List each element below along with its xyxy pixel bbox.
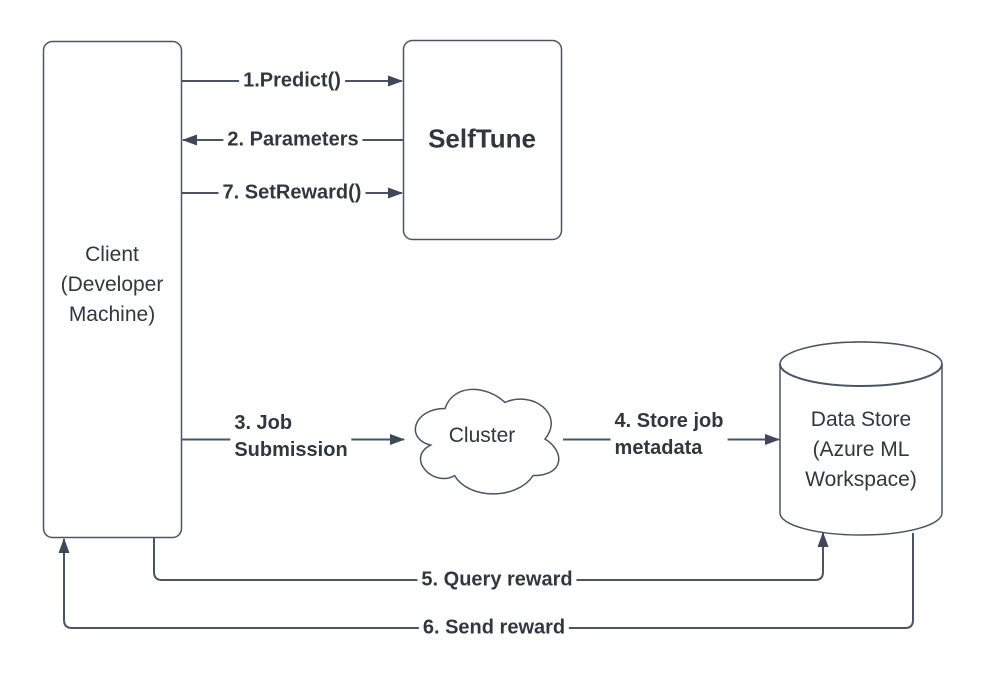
edge-job-submission-label-line: 3. Job xyxy=(234,412,293,434)
edge-parameters-label: 2. Parameters xyxy=(223,127,363,153)
selftune-node-box xyxy=(402,39,563,241)
edge-store-metadata-label: 4. Store job metadata xyxy=(610,407,728,463)
datastore-node-label: Data Store (Azure ML Workspace) xyxy=(805,405,917,495)
datastore-node-label-line: Workspace) xyxy=(805,468,917,491)
client-node-label-line: Client xyxy=(85,243,139,266)
client-node-label-line: Machine) xyxy=(68,303,156,326)
cluster-node-label: Cluster xyxy=(448,424,516,447)
edge-job-submission-label-line: Submission xyxy=(234,439,348,461)
datastore-node-label-line: Data Store xyxy=(810,408,912,431)
edge-setreward-label: 7. SetReward() xyxy=(218,180,366,206)
client-node-box xyxy=(42,40,183,539)
edge-query-reward-label: 5. Query reward xyxy=(417,567,577,593)
edge-store-metadata-label-line: metadata xyxy=(614,437,703,459)
client-node-label-line: (Developer xyxy=(60,273,164,296)
datastore-cylinder-rim xyxy=(779,363,943,387)
edge-store-metadata-label-line: 4. Store job xyxy=(614,410,724,432)
selftune-node-label: SelfTune xyxy=(428,123,536,154)
edge-send-reward-label: 6. Send reward xyxy=(418,615,570,641)
client-node-label: Client (Developer Machine) xyxy=(61,240,164,330)
edge-predict-label: 1.Predict() xyxy=(239,68,345,94)
cluster-cloud-shape xyxy=(414,388,560,495)
edge-job-submission-label: 3. Job Submission xyxy=(230,409,352,465)
datastore-cylinder-top xyxy=(779,341,943,365)
datastore-node-label-line: (Azure ML xyxy=(812,438,910,461)
